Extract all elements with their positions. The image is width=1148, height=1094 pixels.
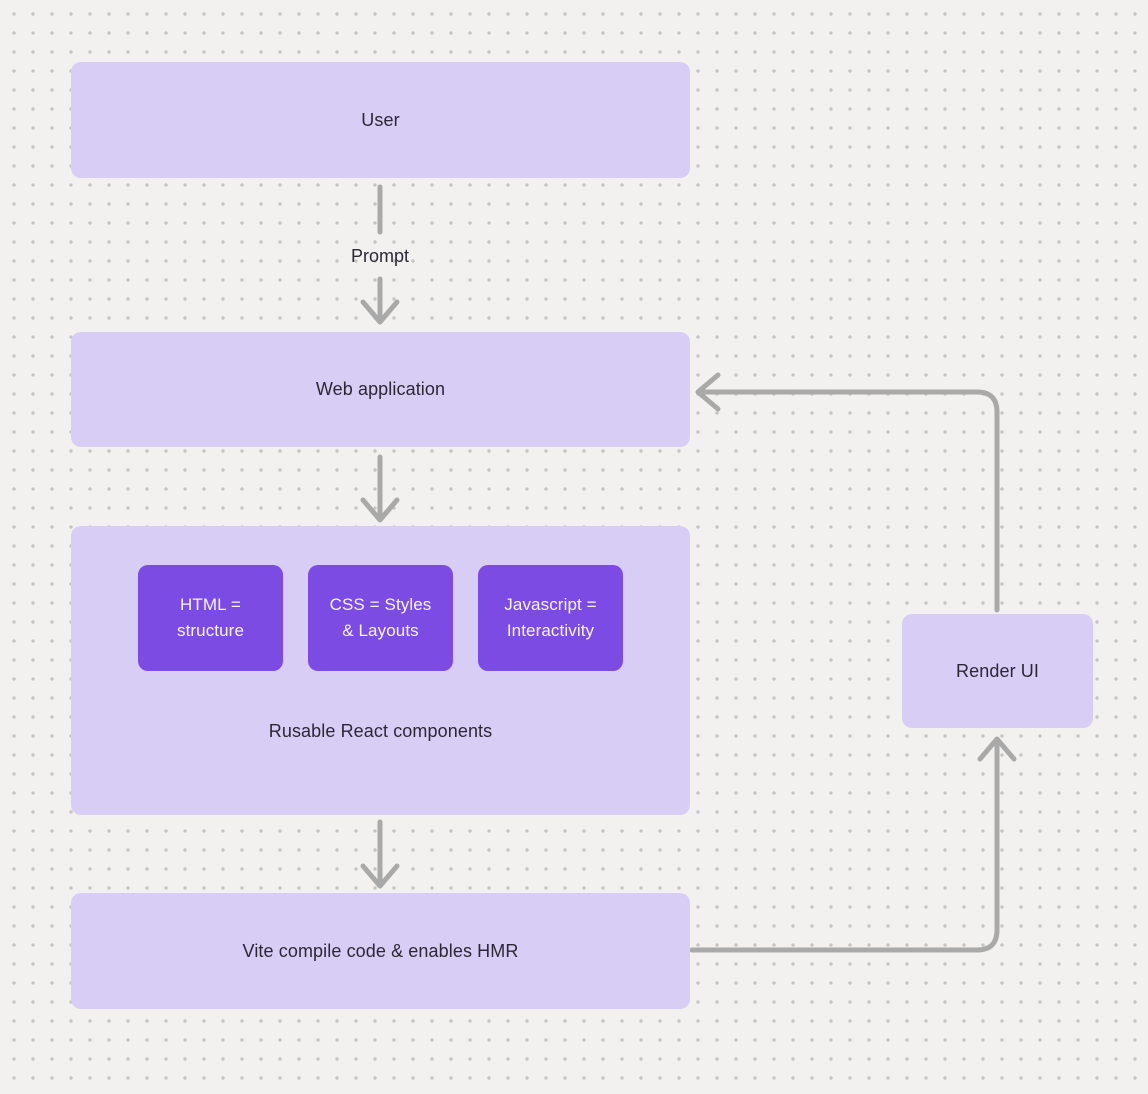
arrowhead-down-icon bbox=[360, 497, 400, 523]
node-render-ui: Render UI bbox=[902, 614, 1093, 728]
arrowhead-left-icon bbox=[695, 372, 721, 412]
components-chip-row: HTML = structure CSS = Styles & Layouts … bbox=[138, 565, 623, 671]
chip-css-label: CSS = Styles & Layouts bbox=[329, 595, 432, 640]
edge-vite-to-renderui-segment bbox=[689, 738, 1000, 953]
node-web-application-label: Web application bbox=[315, 379, 446, 399]
node-render-ui-label: Render UI bbox=[956, 660, 1039, 681]
node-user: User bbox=[71, 62, 690, 178]
node-vite-label: Vite compile code & enables HMR bbox=[242, 940, 519, 961]
components-group-caption: Rusable React components bbox=[268, 721, 493, 741]
node-web-application: Web application bbox=[71, 332, 690, 447]
chip-javascript: Javascript = Interactivity bbox=[478, 565, 623, 671]
node-components-group: HTML = structure CSS = Styles & Layouts … bbox=[71, 526, 690, 815]
chip-css: CSS = Styles & Layouts bbox=[308, 565, 453, 671]
arrowhead-down-icon bbox=[360, 863, 400, 889]
node-vite: Vite compile code & enables HMR bbox=[71, 893, 690, 1009]
edge-label-prompt: Prompt bbox=[350, 246, 410, 266]
node-user-label: User bbox=[361, 109, 400, 130]
chip-javascript-label: Javascript = Interactivity bbox=[504, 595, 597, 640]
chip-html-label: HTML = structure bbox=[176, 595, 245, 640]
arrowhead-down-icon bbox=[360, 299, 400, 325]
arrowhead-up-icon bbox=[977, 736, 1017, 762]
edge-renderui-to-webapp-segment bbox=[698, 389, 1000, 613]
chip-html: HTML = structure bbox=[138, 565, 283, 671]
